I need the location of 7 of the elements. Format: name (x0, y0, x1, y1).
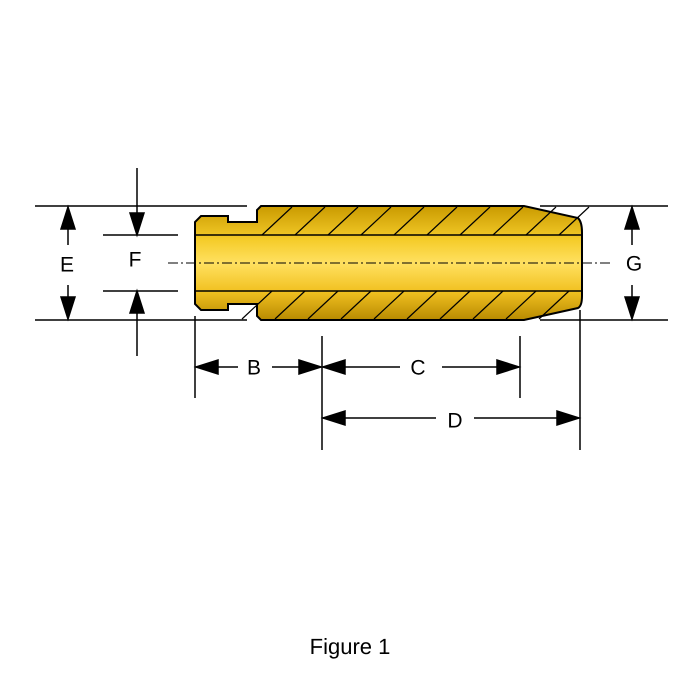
dimension-label: F (128, 250, 142, 270)
dimension-label: D (447, 410, 463, 432)
figure-caption: Figure 1 (310, 636, 390, 658)
dimension-label: B (247, 358, 261, 378)
dimension-label: C (410, 358, 426, 378)
dimension-label: G (626, 254, 642, 274)
dimension-label: E (60, 254, 74, 276)
